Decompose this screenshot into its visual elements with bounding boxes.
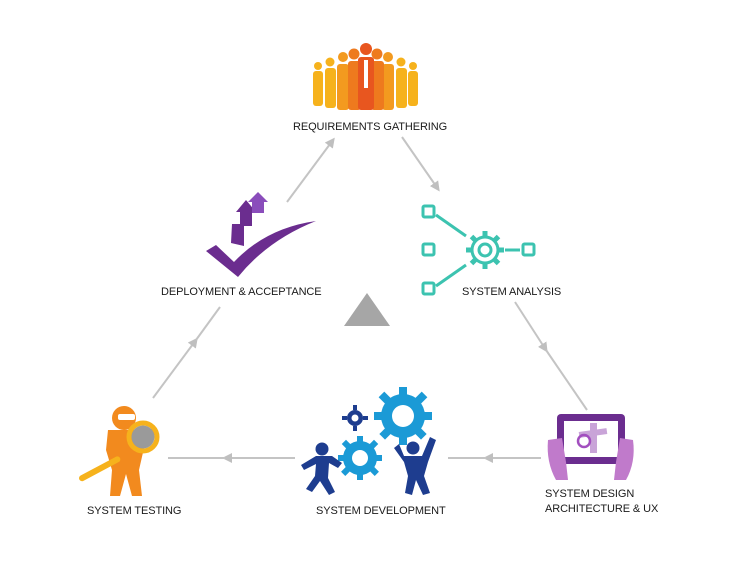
center-triangle — [344, 293, 390, 326]
stage-label-development: SYSTEM DEVELOPMENT — [316, 505, 446, 517]
arrow-testing-to-deployment — [152, 337, 198, 399]
stage-label-design: SYSTEM DESIGN ARCHITECTURE & UX — [545, 487, 658, 517]
arrow-analysis-to-design-tail — [545, 349, 588, 411]
arrow-testing-to-deployment-tail — [195, 306, 221, 341]
people-gears-icon — [301, 387, 436, 495]
stage-label-design-line-1: SYSTEM DESIGN — [545, 488, 635, 500]
gear-network-icon — [421, 204, 536, 296]
magnifier-person-icon — [79, 406, 160, 496]
arrow-analysis-to-design — [514, 301, 548, 353]
arrow-requirements-to-analysis — [401, 136, 440, 192]
arrow-deployment-to-requirements — [286, 137, 335, 203]
tablet-design-icon — [547, 414, 634, 480]
people-group-icon — [313, 43, 418, 110]
stage-label-design-line-2: ARCHITECTURE & UX — [545, 503, 659, 515]
stage-label-deployment: DEPLOYMENT & ACCEPTANCE — [161, 286, 322, 298]
stage-label-testing: SYSTEM TESTING — [87, 505, 182, 517]
checkmark-arrow-icon — [206, 192, 316, 277]
stage-label-analysis: SYSTEM ANALYSIS — [462, 286, 562, 298]
stage-label-requirements: REQUIREMENTS GATHERING — [293, 121, 448, 133]
